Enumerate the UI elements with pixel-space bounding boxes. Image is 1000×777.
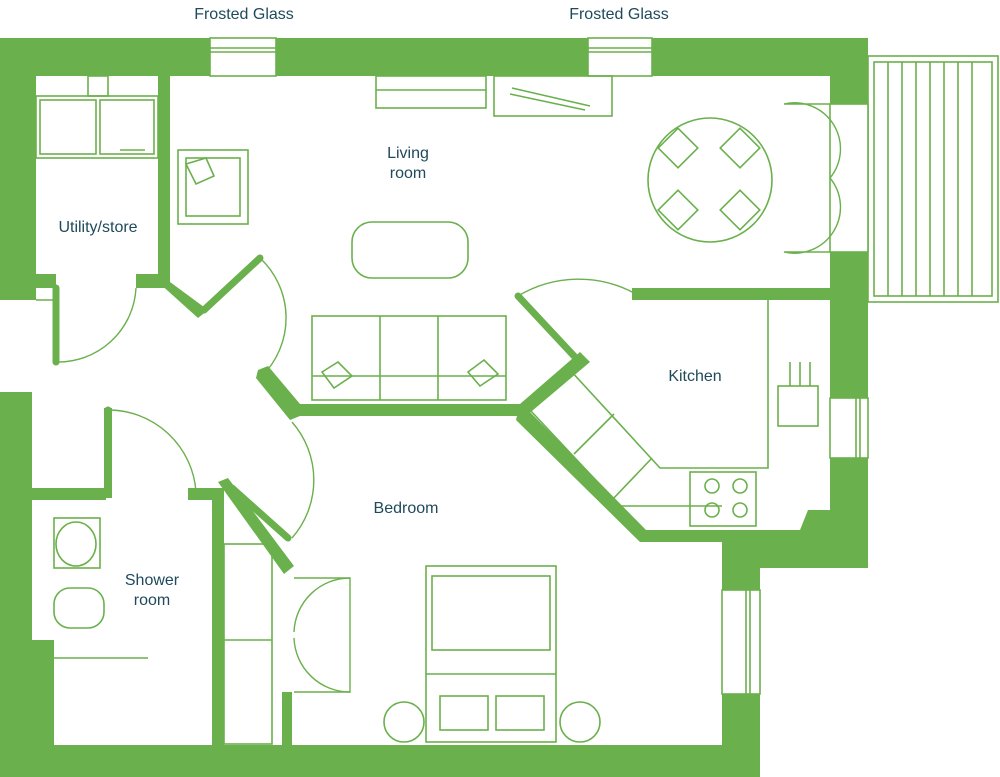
window-label-left: Frosted Glass: [194, 6, 294, 23]
living-room-label-line2: room: [390, 165, 426, 182]
shower-room-label-line2: room: [134, 592, 170, 609]
window-label-right: Frosted Glass: [569, 6, 669, 23]
living-furniture: [177, 75, 773, 401]
utility-fittings: [35, 75, 159, 366]
bedroom-label: Bedroom: [374, 500, 439, 517]
kitchen-fittings: [514, 278, 819, 527]
shower-fittings: [53, 406, 197, 659]
exterior-walls: [0, 38, 868, 777]
room-labels: Living room Utility/store Kitchen Bedroo…: [58, 145, 721, 609]
interior-walls: [32, 76, 830, 745]
utility-label: Utility/store: [58, 219, 137, 236]
windows: [209, 37, 869, 695]
kitchen-label: Kitchen: [668, 368, 721, 385]
shower-room-label-line1: Shower: [125, 572, 180, 589]
living-room-label-line1: Living: [387, 145, 429, 162]
bedroom-furniture: [223, 421, 601, 745]
balcony: [783, 55, 999, 303]
